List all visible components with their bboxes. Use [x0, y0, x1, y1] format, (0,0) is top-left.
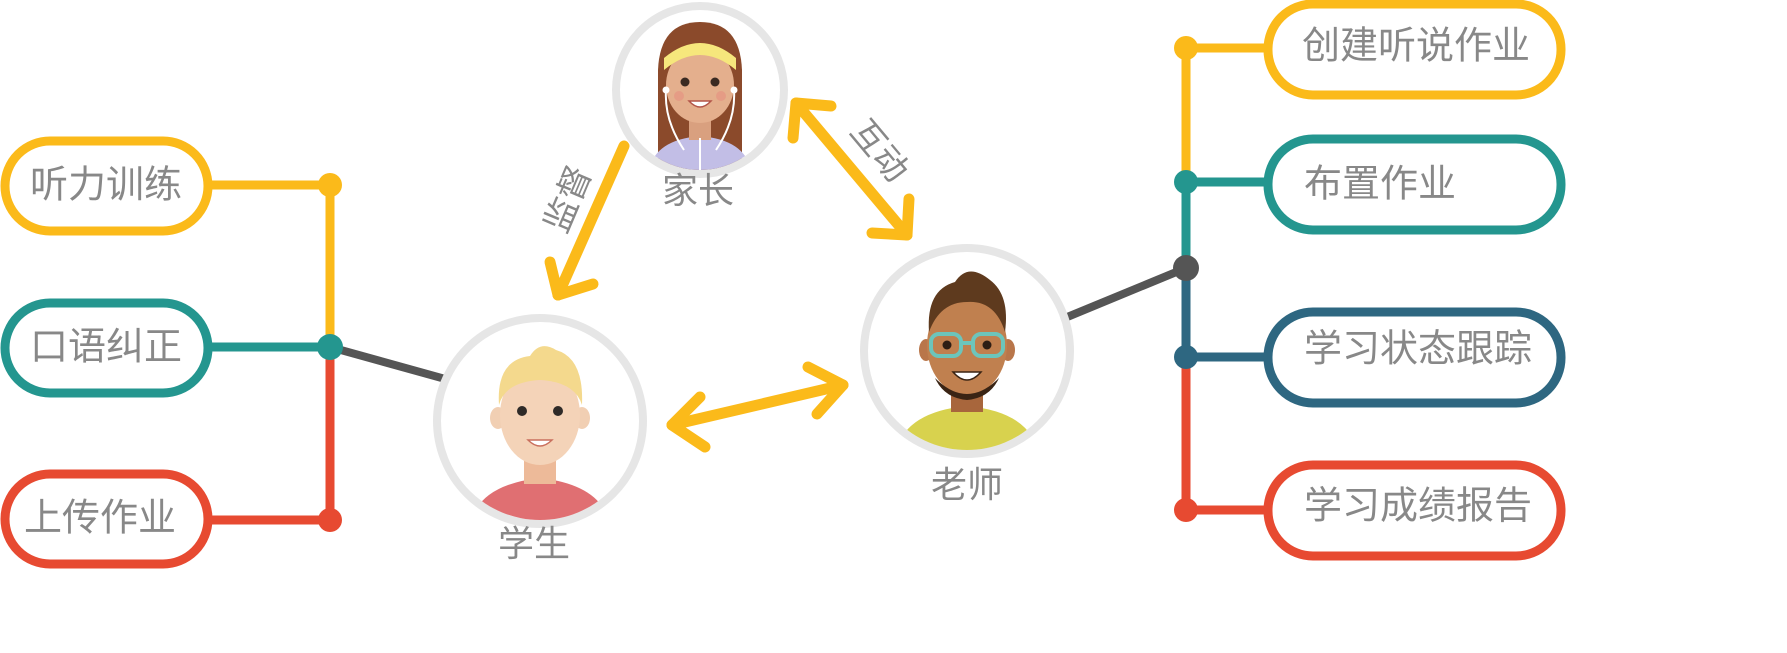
student-hair — [498, 346, 583, 405]
node-dot-report — [1174, 498, 1198, 522]
parent-label: 家长 — [662, 171, 734, 212]
pill-score-report: 学习成绩报告 — [1263, 460, 1566, 561]
student-shirt — [470, 478, 610, 520]
pill-tracking-border — [1263, 307, 1566, 408]
student-face — [500, 365, 580, 465]
pill-speaking: 口语纠正 — [0, 298, 213, 398]
pill-report-border — [1263, 460, 1566, 561]
pill-listening: 听力训练 — [0, 136, 213, 236]
interact-arrowhead-top — [787, 97, 837, 144]
teacher-smile — [951, 371, 983, 381]
parent-earphone-cord — [664, 89, 736, 170]
teacher-beard — [935, 378, 999, 400]
pill-upload: 上传作业 — [0, 469, 213, 569]
student-feature-tree — [210, 173, 458, 532]
node-dot-hub — [317, 334, 343, 360]
parent-right-cheek — [716, 91, 726, 101]
node-dot-create — [1174, 36, 1198, 60]
teacher-shirt — [895, 406, 1039, 450]
student-link-line — [328, 343, 458, 386]
teacher-left-eye — [942, 340, 952, 350]
parent-headband — [664, 43, 736, 70]
pill-assign-label: 布置作业 — [1304, 162, 1456, 206]
pill-upload-label: 上传作业 — [24, 496, 176, 540]
parent-left-eye — [680, 77, 690, 87]
pill-report-label: 学习成绩报告 — [1304, 484, 1532, 528]
parent-left-earphone — [662, 86, 670, 94]
pill-assign-homework: 布置作业 — [1263, 134, 1566, 235]
pill-listening-border — [0, 136, 213, 236]
pill-create-label: 创建听说作业 — [1302, 24, 1530, 68]
teacher-avatar-icon — [860, 244, 1074, 458]
pill-speaking-label: 口语纠正 — [30, 325, 182, 369]
interact-arrow-shaft — [790, 97, 913, 241]
student-smile — [526, 439, 554, 447]
node-dot-upload — [318, 508, 342, 532]
parent-face — [666, 47, 734, 123]
student-label: 学生 — [498, 524, 570, 565]
parent-right-earphone — [730, 86, 738, 94]
parent-left-cheek — [674, 91, 684, 101]
student-right-eye — [553, 406, 563, 416]
parent-right-eye — [710, 77, 720, 87]
node-dot-listening — [318, 173, 342, 197]
student-teacher-arrowhead-left — [666, 391, 711, 453]
interact-arrowhead-bottom — [866, 193, 915, 241]
node-dot-assign — [1174, 170, 1198, 194]
parent-smile — [687, 100, 713, 108]
pill-listening-label: 听力训练 — [30, 163, 182, 207]
pill-create-border — [1263, 0, 1566, 100]
teacher-hair — [928, 271, 1006, 332]
pill-status-tracking: 学习状态跟踪 — [1263, 307, 1566, 408]
student-teacher-arrowhead-right — [802, 361, 849, 420]
parent-avatar-icon — [612, 2, 788, 178]
pill-assign-border — [1263, 134, 1566, 235]
teacher-right-eye — [982, 340, 992, 350]
pill-create-assignment: 创建听说作业 — [1263, 0, 1566, 100]
teacher-feature-tree — [1058, 36, 1268, 522]
student-teacher-arrow-shaft — [666, 379, 849, 431]
student-left-eye — [517, 406, 527, 416]
node-dot-hub-right — [1173, 255, 1199, 281]
supervise-arrowhead — [544, 256, 599, 301]
teacher-link-line — [1058, 264, 1188, 324]
student-avatar-icon — [433, 314, 647, 528]
pill-speaking-border — [0, 298, 213, 398]
pill-tracking-label: 学习状态跟踪 — [1304, 327, 1532, 371]
node-dot-tracking — [1174, 345, 1198, 369]
teacher-label: 老师 — [931, 465, 1003, 506]
pill-upload-border — [0, 469, 213, 569]
relation-arrows — [544, 97, 915, 453]
supervise-arrow-shaft — [552, 140, 630, 301]
